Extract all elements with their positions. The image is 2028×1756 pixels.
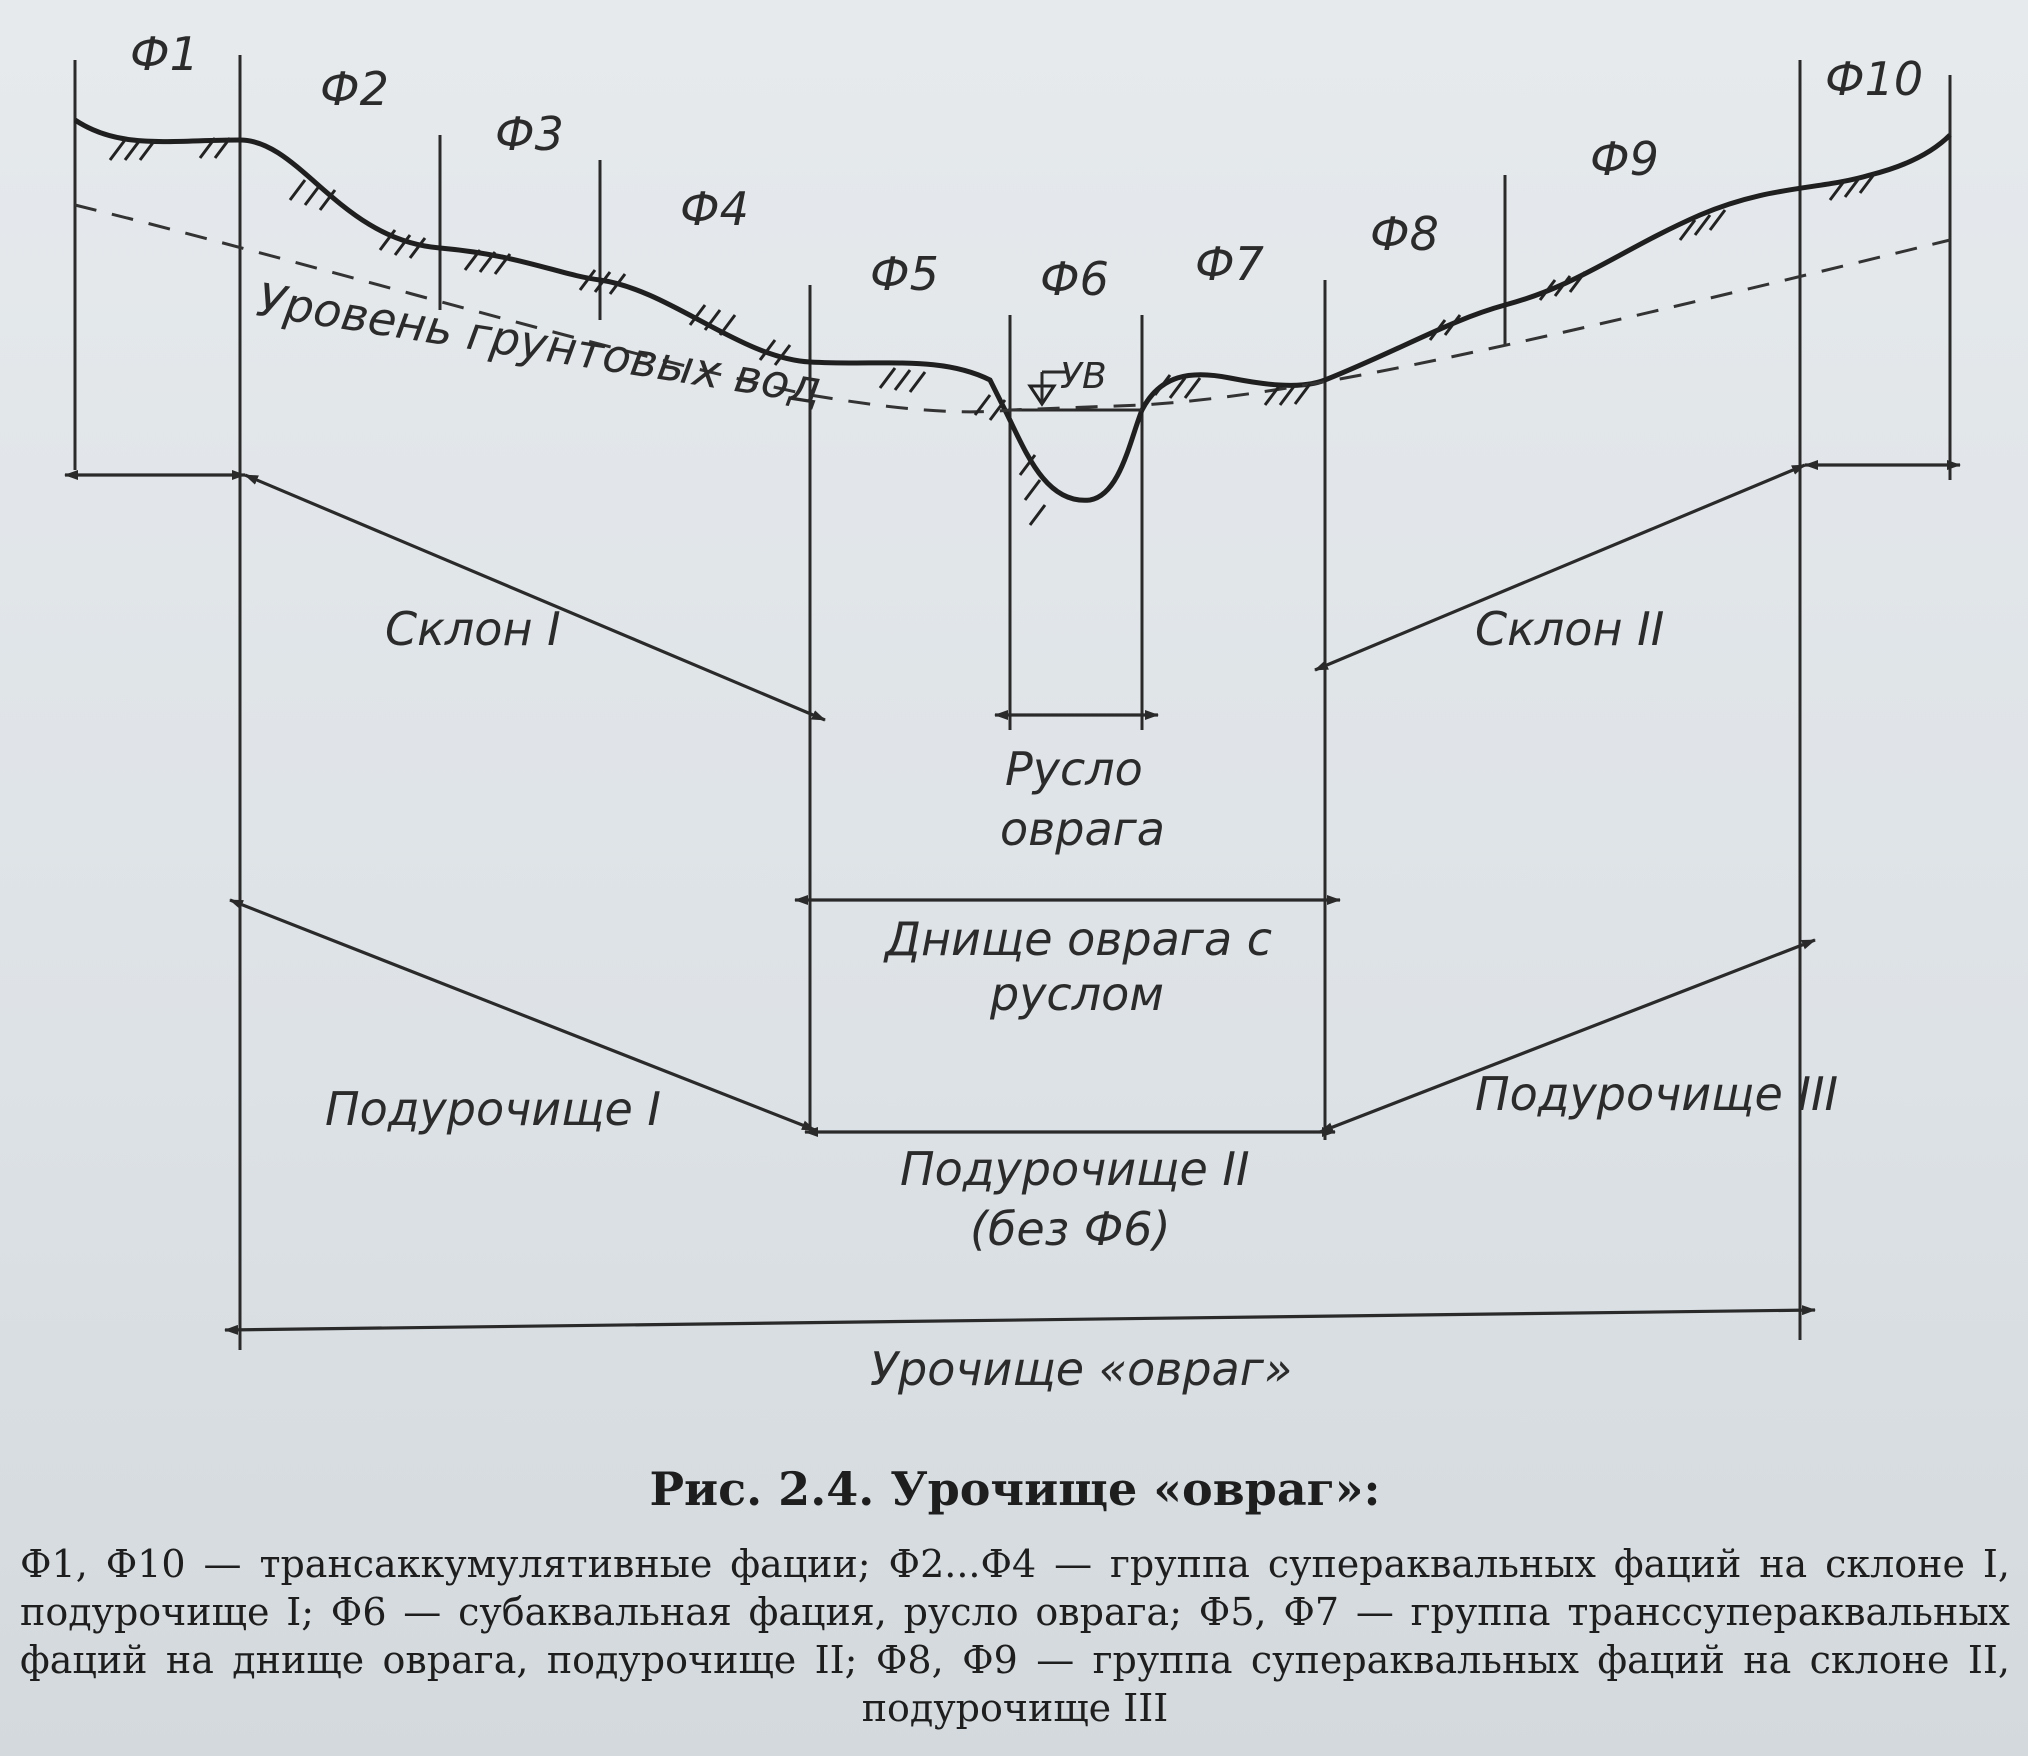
facies-label-10: Ф10	[1825, 52, 1923, 106]
arrow-tract	[224, 1305, 1816, 1335]
channel-label-line1: Русло	[1005, 742, 1143, 796]
groundwater-line	[74, 203, 1951, 414]
subtract-2-label-line1: Подурочище II	[900, 1142, 1250, 1196]
groundwater-label: Уровень грунтовых вод	[253, 273, 825, 416]
hatching	[108, 137, 1877, 526]
facies-label-7: Ф7	[1195, 237, 1264, 291]
figure-caption-body: Ф1, Ф10 — трансаккумулятивные фации; Ф2.…	[20, 1542, 2010, 1730]
subtract-2-label-line2: (без Ф6)	[970, 1202, 1171, 1256]
bottom-label-line2: руслом	[989, 967, 1164, 1021]
ravine-diagram: УВ Ф1 Ф2 Ф3 Ф4 Ф5 Ф6	[64, 27, 1961, 1396]
slope-2-label: Склон II	[1475, 602, 1664, 656]
facies-label-5: Ф5	[870, 247, 939, 301]
facies-label-1: Ф1	[130, 27, 199, 81]
arrow-slope-1	[244, 473, 826, 722]
figure-caption-title: Рис. 2.4. Урочище «овраг»:	[649, 1462, 1381, 1516]
arrow-slope-2	[1314, 463, 1806, 672]
facies-label-2: Ф2	[320, 62, 389, 116]
channel-label-line2: оврага	[1000, 802, 1165, 856]
facies-label-8: Ф8	[1370, 207, 1439, 261]
arrow-subtract-1	[229, 898, 816, 1132]
water-level-label: УВ	[1060, 356, 1107, 397]
subtract-1-label: Подурочище I	[325, 1082, 661, 1136]
terrain-profile	[73, 117, 1952, 503]
facies-label-9: Ф9	[1590, 132, 1659, 186]
facies-label-3: Ф3	[495, 107, 564, 161]
arrow-subtract-3	[1319, 938, 1816, 1134]
bottom-label-line1: Днище оврага с	[883, 912, 1272, 966]
facies-label-4: Ф4	[680, 182, 749, 236]
slope-1-label: Склон I	[385, 602, 561, 656]
facies-label-6: Ф6	[1040, 252, 1109, 306]
tract-label: Урочище «овраг»	[870, 1342, 1292, 1396]
subtract-3-label: Подурочище III	[1475, 1067, 1838, 1121]
